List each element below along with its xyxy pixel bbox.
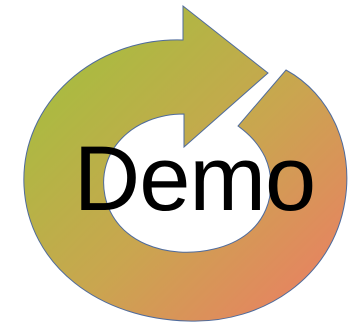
circular-arrow-shape [23,4,348,322]
demo-label: Demo [73,128,316,230]
